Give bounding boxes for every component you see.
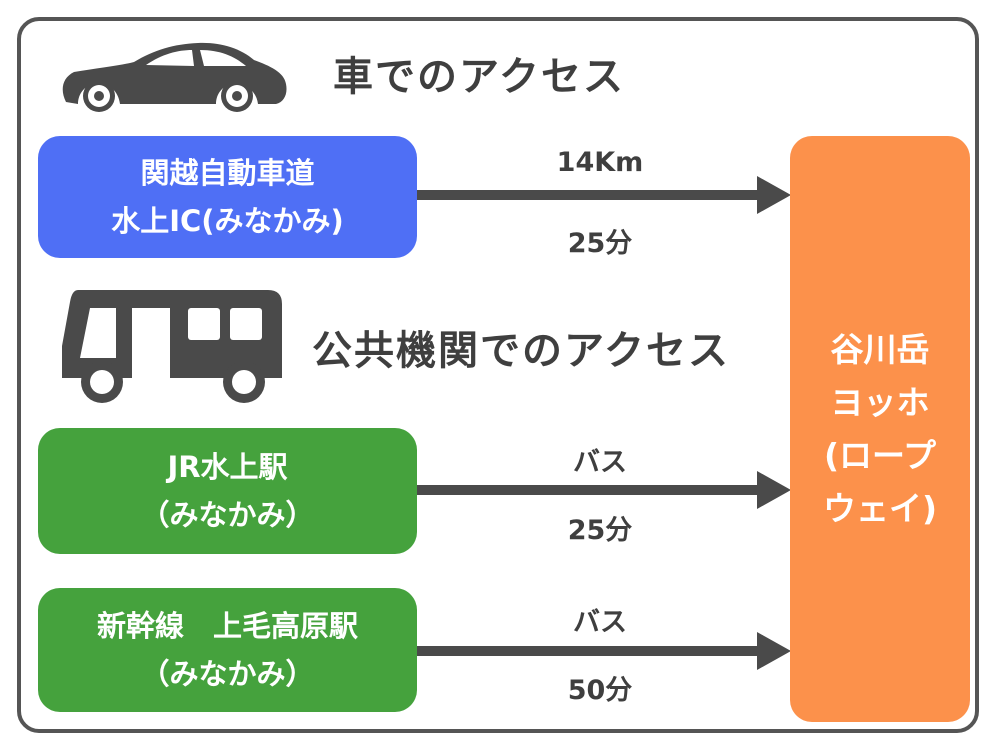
jr-route-arrow	[417, 471, 791, 509]
car-access-heading: 車でのアクセス	[333, 54, 625, 100]
origin-line-1: JR水上駅	[167, 450, 288, 484]
destination-line-3: (ロープ	[823, 436, 937, 475]
origin-line-2: 水上IC(みなかみ)	[111, 204, 344, 238]
car-distance-label: 14Km	[556, 147, 644, 178]
destination-line-1: 谷川岳	[830, 330, 930, 369]
kanetsu-expressway-box: 関越自動車道 水上IC(みなかみ)	[38, 136, 417, 258]
origin-line-1: 新幹線 上毛高原駅	[96, 609, 358, 643]
car-time-label: 25分	[567, 228, 633, 259]
shinkansen-mode-label: バス	[573, 607, 627, 638]
jr-time-label: 25分	[567, 515, 633, 546]
origin-line-2: （みなかみ）	[140, 657, 315, 691]
transit-access-heading: 公共機関でのアクセス	[312, 328, 730, 374]
destination-line-4: ウェイ)	[822, 489, 938, 528]
shinkansen-time-label: 50分	[567, 675, 633, 706]
origin-line-1: 関越自動車道	[140, 156, 315, 190]
destination-line-2: ヨッホ	[830, 383, 930, 422]
jr-minakami-station-box: JR水上駅 （みなかみ）	[38, 428, 417, 554]
jomo-kogen-station-box: 新幹線 上毛高原駅 （みなかみ）	[38, 588, 417, 712]
jr-mode-label: バス	[573, 447, 627, 478]
car-icon	[62, 42, 287, 112]
origin-line-2: （みなかみ）	[140, 498, 315, 532]
car-route-arrow	[417, 176, 791, 214]
bus-icon	[62, 290, 282, 403]
tanigawadake-ropeway-box: 谷川岳 ヨッホ (ロープ ウェイ)	[790, 136, 970, 722]
shinkansen-route-arrow	[417, 632, 791, 670]
